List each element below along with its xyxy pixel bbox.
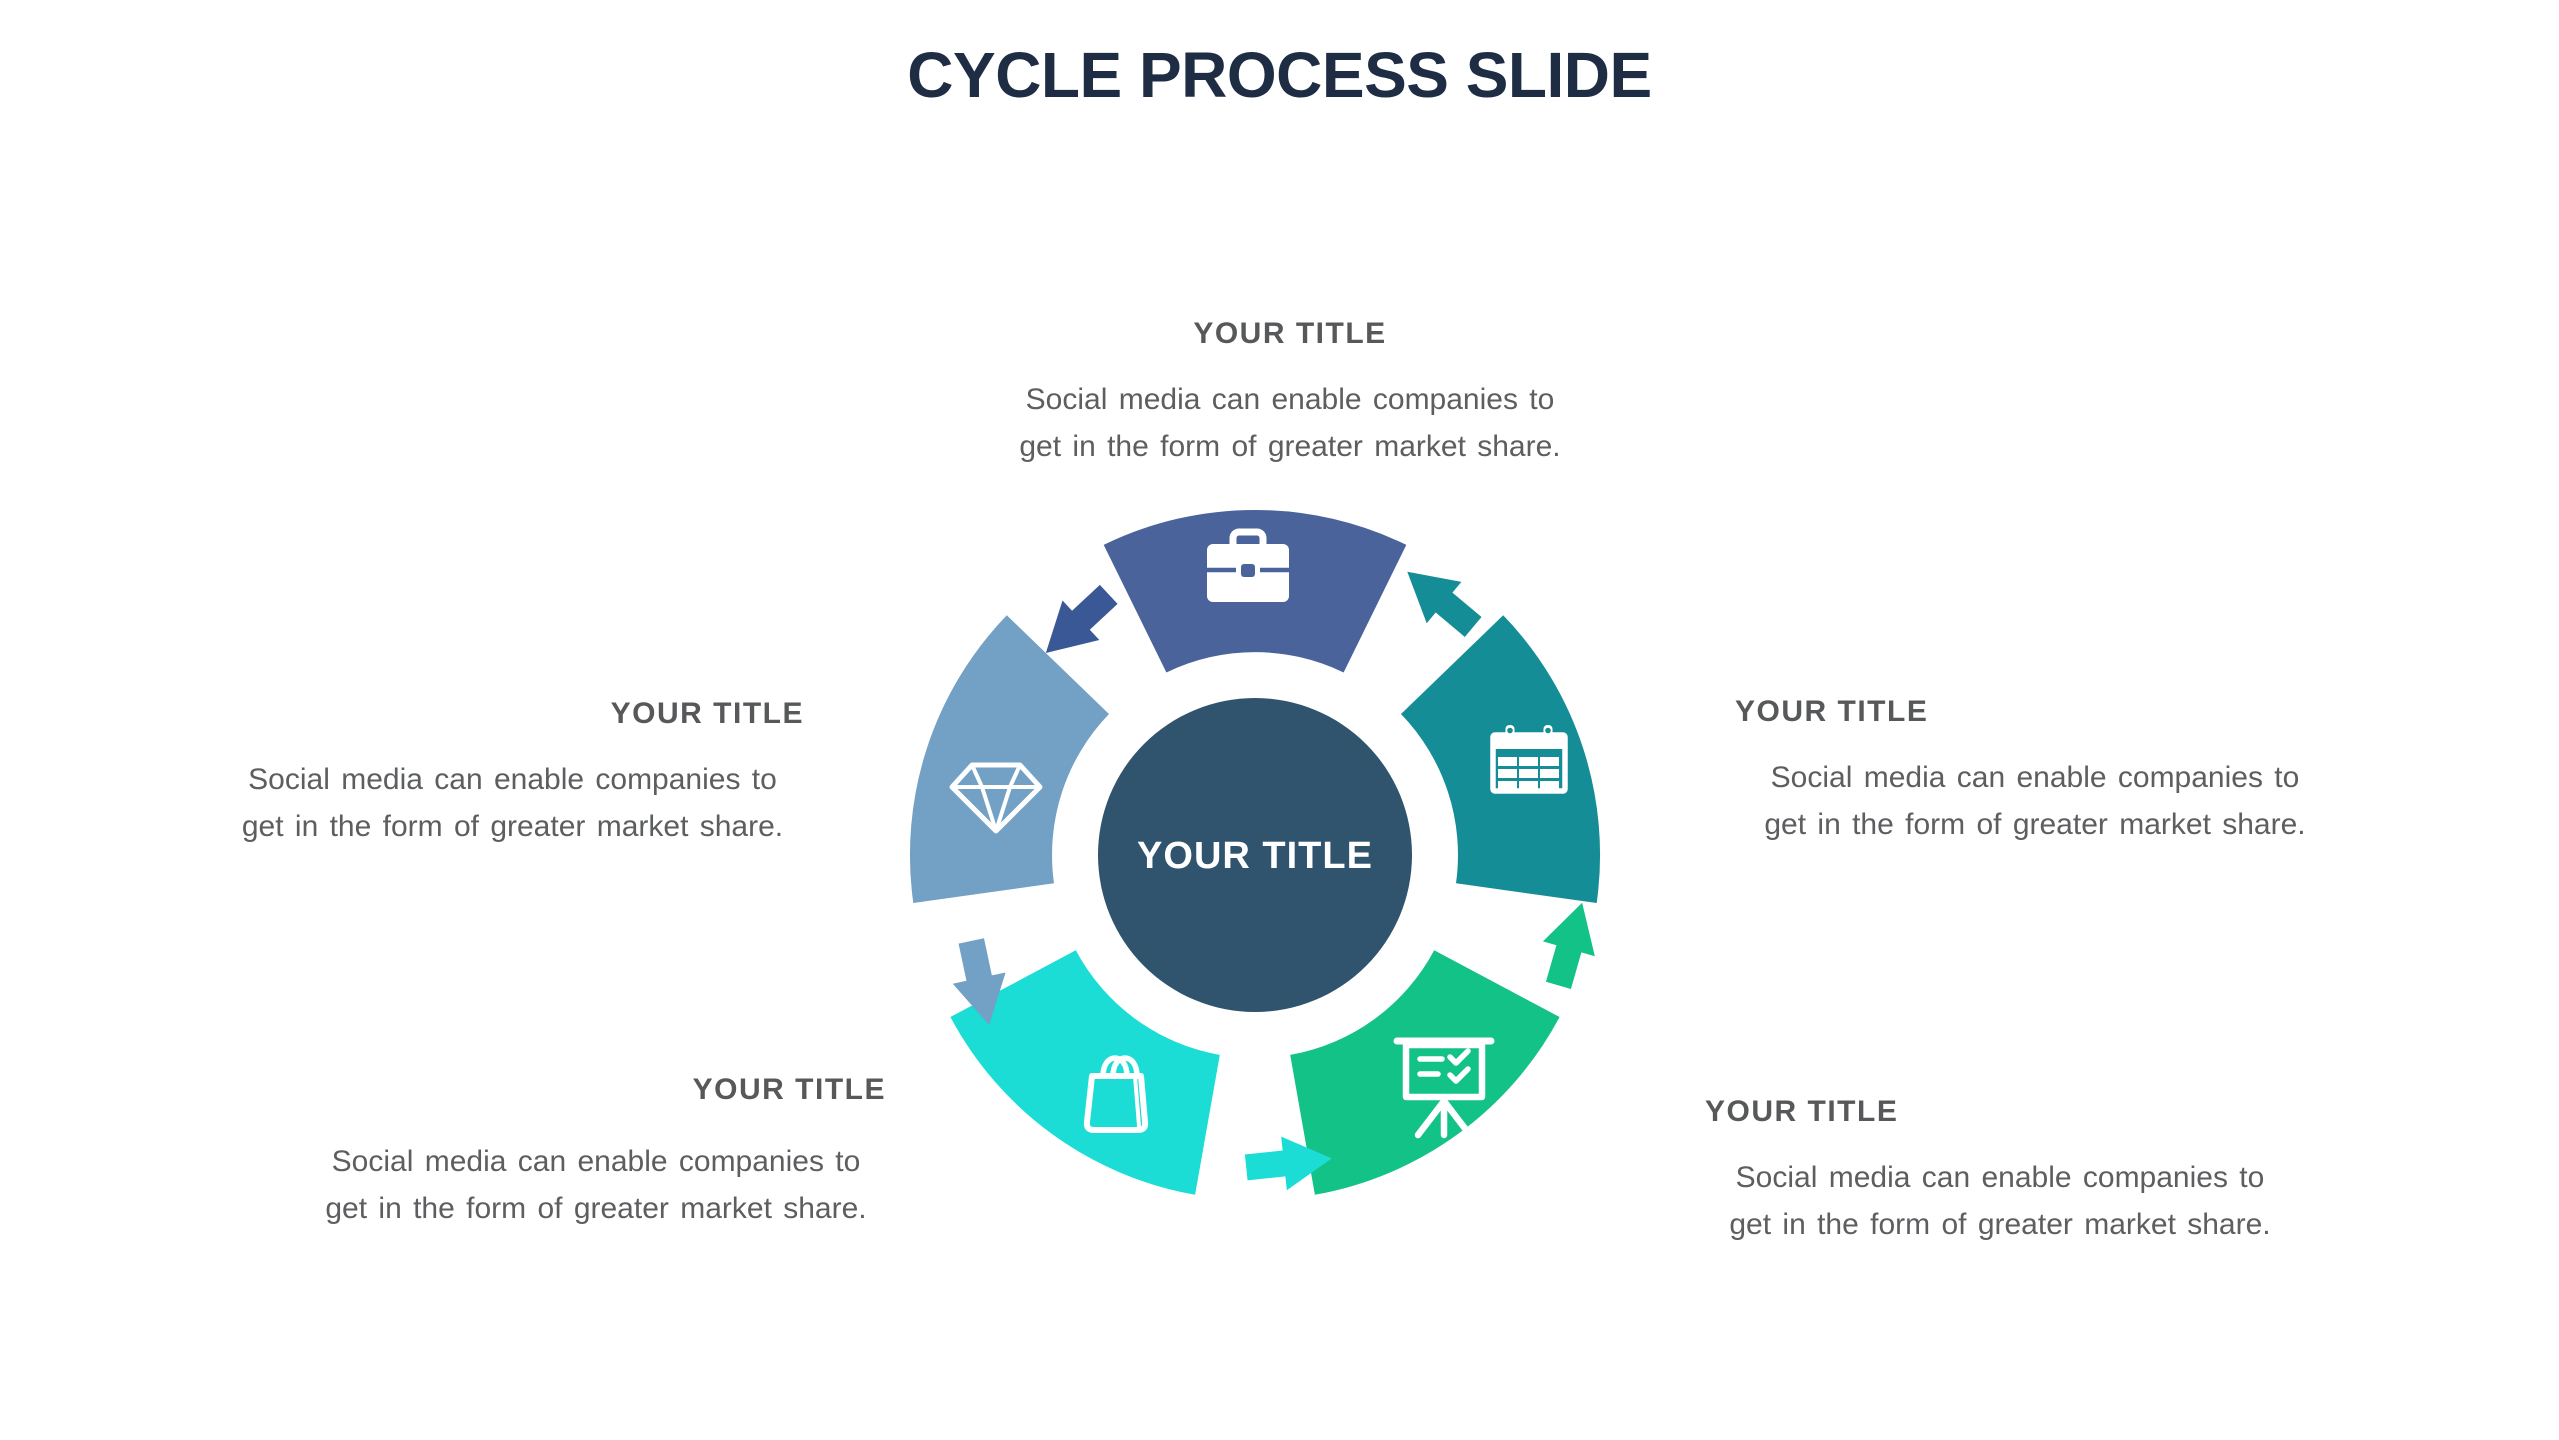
block-title: YOUR TITLE — [1193, 317, 1387, 350]
block-body: Social media can enable companies to get… — [215, 756, 810, 850]
arrow-bottom-right-to-right — [1542, 902, 1595, 989]
text-block-left: YOUR TITLE Social media can enable compa… — [215, 696, 810, 850]
calendar-grid — [1498, 757, 1559, 790]
text-block-right: YOUR TITLE Social media can enable compa… — [1735, 694, 2335, 848]
block-title: YOUR TITLE — [692, 1073, 886, 1106]
block-body: Social media can enable companies to get… — [1735, 754, 2335, 848]
segment-left — [909, 615, 1109, 903]
segment-bottom-left — [950, 950, 1220, 1195]
body-line: Social media can enable companies to — [248, 763, 777, 796]
body-line: Social media can enable companies to — [331, 1145, 861, 1178]
text-block-bottom-left: YOUR TITLE Social media can enable compa… — [300, 1072, 892, 1232]
arrow-top-to-left — [1045, 584, 1118, 654]
body-line: Social media can enable companies to — [1770, 761, 2300, 794]
presentation-board-icon — [1393, 1037, 1495, 1139]
body-line: get in the form of greater market share. — [241, 810, 784, 843]
calendar-icon — [1490, 725, 1568, 794]
block-body: Social media can enable companies to get… — [990, 376, 1590, 470]
body-line: Social media can enable companies to — [1735, 1161, 2265, 1194]
body-line: get in the form of greater market share. — [1019, 430, 1561, 463]
text-block-bottom-right: YOUR TITLE Social media can enable compa… — [1705, 1094, 2295, 1248]
block-title: YOUR TITLE — [610, 697, 804, 730]
text-block-top: YOUR TITLE Social media can enable compa… — [990, 316, 1590, 470]
body-line: get in the form of greater market share. — [1764, 808, 2306, 841]
center-title: YOUR TITLE — [1137, 835, 1373, 877]
center-circle — [1098, 698, 1412, 1012]
cycle-diagram: YOUR TITLE — [909, 509, 1601, 1195]
arrow-right-to-top — [1407, 571, 1482, 637]
block-title: YOUR TITLE — [1735, 695, 1929, 728]
arrow-bottom-left-to-bottom-right — [1244, 1136, 1332, 1191]
block-body: Social media can enable companies to get… — [300, 1138, 892, 1232]
block-body: Social media can enable companies to get… — [1705, 1154, 2295, 1248]
diamond-icon — [949, 762, 1043, 834]
briefcase-icon — [1207, 528, 1289, 602]
slide-title: CYCLE PROCESS SLIDE — [907, 39, 1652, 111]
block-title: YOUR TITLE — [1705, 1095, 1899, 1128]
shopping-bag-icon — [1083, 1055, 1149, 1133]
body-line: get in the form of greater market share. — [325, 1192, 867, 1225]
arrow-left-to-bottom-left — [952, 938, 1006, 1026]
body-line: get in the form of greater market share. — [1729, 1208, 2271, 1241]
body-line: Social media can enable companies to — [1025, 383, 1555, 416]
